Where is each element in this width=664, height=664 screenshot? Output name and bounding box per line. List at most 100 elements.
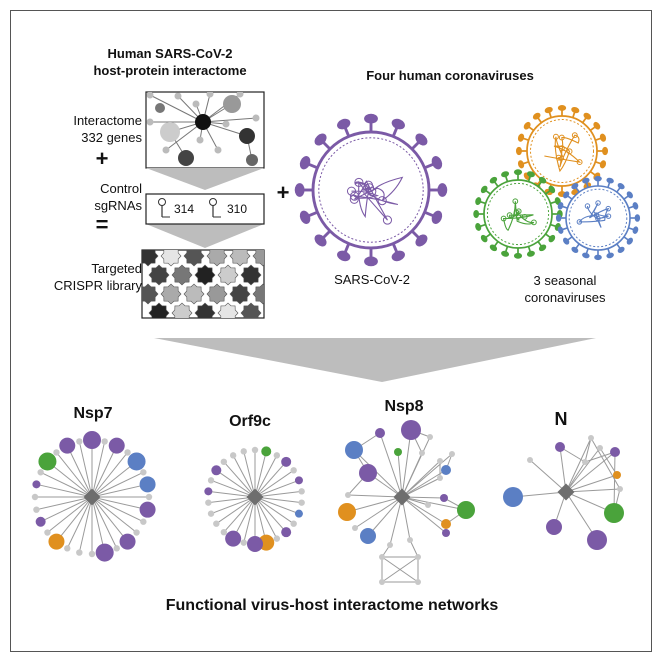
spike-protein bbox=[480, 185, 488, 194]
gene-gear-icon bbox=[142, 283, 159, 305]
network-node bbox=[440, 494, 448, 502]
spike-protein bbox=[391, 118, 405, 130]
network-node bbox=[379, 554, 385, 560]
network-node bbox=[359, 464, 377, 482]
spike-protein bbox=[548, 185, 556, 194]
network-node bbox=[240, 448, 247, 455]
spike-protein bbox=[364, 113, 378, 124]
gene-gear-icon bbox=[252, 250, 264, 267]
network-node bbox=[281, 456, 292, 467]
spike-protein bbox=[431, 210, 443, 224]
network-node bbox=[223, 95, 241, 113]
network-node bbox=[37, 469, 44, 476]
network-node bbox=[59, 437, 76, 454]
network-node bbox=[610, 447, 620, 457]
spike-protein bbox=[337, 118, 351, 130]
network-node bbox=[582, 459, 588, 465]
plus-sign-middle: + bbox=[276, 180, 290, 205]
network-node bbox=[246, 154, 258, 166]
spike-protein bbox=[480, 234, 488, 243]
network-node bbox=[401, 420, 421, 440]
sgrna-count-a: 314 bbox=[174, 202, 195, 216]
spike-protein bbox=[526, 171, 535, 178]
network-node bbox=[124, 449, 131, 456]
gene-gear-icon bbox=[148, 264, 170, 286]
network-node bbox=[76, 438, 83, 445]
spike-protein bbox=[337, 250, 351, 262]
network-label-nsp8: Nsp8 bbox=[384, 398, 424, 415]
network-node bbox=[101, 438, 108, 445]
gene-gear-icon bbox=[240, 264, 262, 286]
network-node bbox=[220, 528, 228, 536]
spike-protein bbox=[563, 237, 570, 245]
network-node bbox=[415, 579, 421, 585]
spike-protein bbox=[517, 133, 525, 142]
network-node bbox=[213, 520, 220, 527]
gene-gear-icon bbox=[142, 250, 159, 267]
network-label-orf9c: Orf9c bbox=[229, 413, 271, 430]
crispr-library-box bbox=[141, 249, 265, 319]
network-orf9c bbox=[204, 446, 305, 552]
seasonal-coronavirus-blue bbox=[555, 175, 641, 261]
spike-protein bbox=[391, 250, 405, 262]
network-node bbox=[133, 529, 140, 536]
network-node bbox=[419, 450, 425, 456]
network-node bbox=[273, 535, 281, 542]
spike-protein bbox=[626, 237, 633, 245]
equals-sign: = bbox=[95, 212, 109, 237]
network-node bbox=[294, 476, 303, 485]
network-node bbox=[352, 525, 358, 531]
network-node bbox=[290, 520, 297, 527]
gene-gear-icon bbox=[171, 264, 193, 286]
gene-gear-icon bbox=[229, 250, 251, 267]
spike-protein bbox=[299, 156, 311, 170]
gene-gear-icon bbox=[160, 283, 182, 305]
network-node bbox=[527, 457, 533, 463]
spike-protein bbox=[526, 250, 535, 257]
network-node bbox=[64, 545, 71, 552]
network-node bbox=[88, 550, 96, 558]
network-node bbox=[290, 467, 297, 474]
spike-protein bbox=[473, 209, 480, 219]
spike-protein bbox=[571, 246, 579, 253]
network-node bbox=[251, 446, 259, 454]
network-node bbox=[205, 499, 212, 506]
network-node bbox=[294, 509, 303, 518]
network-node bbox=[195, 114, 211, 130]
network-node bbox=[211, 465, 222, 476]
network-node bbox=[442, 529, 450, 537]
sgrna-count-b: 310 bbox=[227, 202, 248, 216]
network-node bbox=[95, 543, 114, 562]
network-node bbox=[613, 471, 621, 479]
spike-protein bbox=[606, 177, 614, 184]
network-node bbox=[394, 448, 402, 456]
spike-protein bbox=[489, 176, 498, 184]
sars-cov-2-label: SARS-CoV-2 bbox=[334, 272, 410, 287]
spike-protein bbox=[475, 222, 482, 231]
sgrna-box bbox=[145, 193, 265, 225]
gene-gear-icon bbox=[171, 302, 193, 318]
network-node bbox=[273, 452, 281, 459]
network-node bbox=[48, 533, 65, 550]
footer-caption: Functional virus-host interactome networ… bbox=[165, 597, 499, 614]
network-node bbox=[281, 527, 292, 538]
spike-protein bbox=[299, 210, 311, 224]
network-node bbox=[140, 518, 147, 525]
network-node bbox=[83, 431, 101, 449]
network-node bbox=[113, 545, 120, 552]
network-node bbox=[247, 536, 263, 552]
plus-sign-left: + bbox=[95, 146, 109, 171]
interactome-network-box bbox=[145, 91, 265, 169]
spike-protein bbox=[538, 176, 547, 184]
network-node bbox=[139, 476, 156, 493]
network-node bbox=[360, 528, 376, 544]
viral-protein-hub bbox=[557, 483, 575, 501]
network-node bbox=[31, 493, 39, 501]
spike-protein bbox=[571, 183, 579, 190]
network-node bbox=[415, 554, 421, 560]
network-node bbox=[155, 103, 165, 113]
network-node bbox=[229, 452, 237, 459]
network-node bbox=[503, 487, 523, 507]
gene-gear-icon bbox=[160, 250, 182, 267]
network-node bbox=[225, 530, 242, 547]
